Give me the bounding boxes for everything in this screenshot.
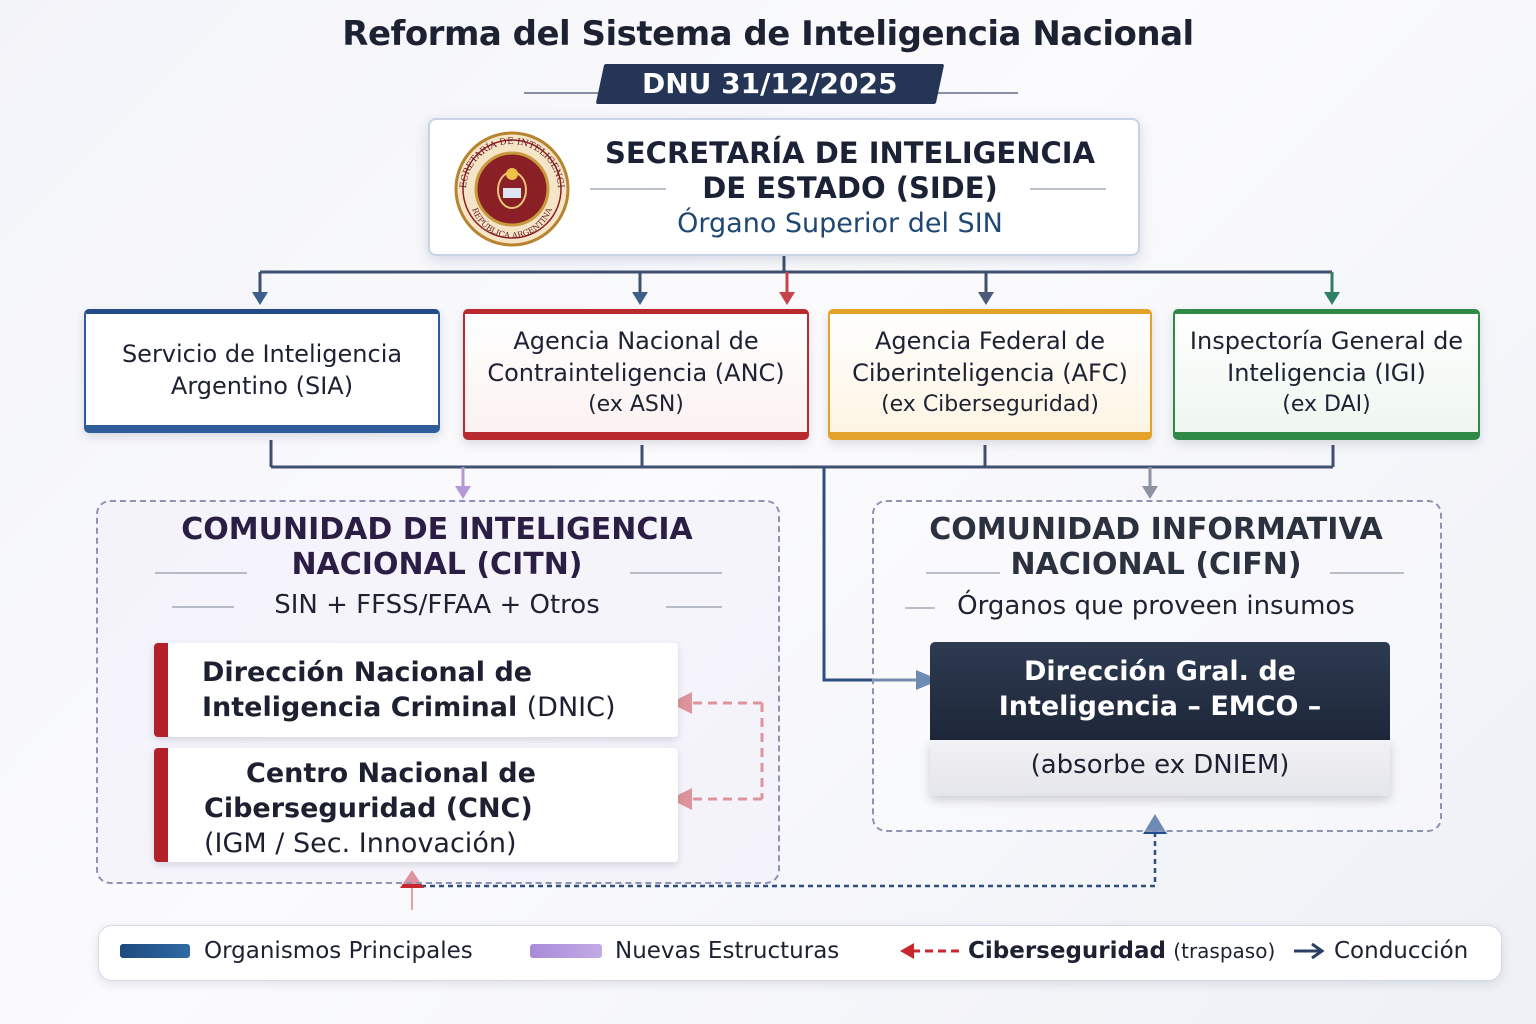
- cnc-line3: (IGM / Sec. Innovación): [204, 828, 517, 859]
- side-to-orgs-connector: [258, 256, 1332, 294]
- citn-title-line2: NACIONAL (CITN): [291, 547, 583, 582]
- arrow-to-emco: [916, 670, 940, 690]
- cnc-line1: Centro Nacional de: [246, 758, 536, 789]
- conduction-to-emco: [822, 467, 918, 682]
- citn-sub-line-right: [666, 606, 722, 608]
- citn-title-line1: COMUNIDAD DE INTELIGENCIA: [181, 512, 693, 547]
- citn-cifn-link: [412, 834, 1157, 888]
- legend-swatch-principales: [120, 944, 190, 958]
- legend-bar: [98, 925, 1502, 981]
- cifn-deco-line-right: [1330, 572, 1404, 574]
- dnic-card: Dirección Nacional de Inteligencia Crimi…: [154, 643, 678, 737]
- arrow-to-anc: [632, 292, 648, 305]
- subtitle-line-left: [524, 92, 614, 94]
- citn-sub-line-left: [172, 606, 234, 608]
- cifn-title: COMUNIDAD INFORMATIVA NACIONAL (CIFN): [890, 512, 1422, 582]
- side-deco-line-left: [590, 188, 666, 190]
- emco-card-header: Dirección Gral. de Inteligencia – EMCO –: [930, 642, 1390, 740]
- citn-subtitle: SIN + FFSS/FFAA + Otros: [274, 590, 600, 620]
- citn-title: COMUNIDAD DE INTELIGENCIA NACIONAL (CITN…: [120, 512, 754, 582]
- emco-line1: Dirección Gral. de: [1024, 656, 1296, 687]
- org-igi-card: Inspectoría General de Inteligencia (IGI…: [1173, 309, 1480, 440]
- org-igi-ex: (ex DAI): [1282, 392, 1371, 417]
- cifn-deco-line-left: [926, 572, 1000, 574]
- org-anc-card: Agencia Nacional de Contrainteligencia (…: [463, 309, 809, 440]
- arrow-to-igi: [1324, 292, 1340, 305]
- citn-deco-line-right: [630, 572, 722, 574]
- arrow-to-citn: [455, 486, 471, 499]
- dnic-abbr: (DNIC): [526, 692, 616, 723]
- org-afc-ex: (ex Ciberseguridad): [881, 392, 1099, 417]
- side-title: SECRETARÍA DE INTELIGENCIA DE ESTADO (SI…: [580, 136, 1120, 206]
- emco-line2: Inteligencia – EMCO –: [998, 691, 1322, 722]
- legend-principales: Organismos Principales: [204, 938, 473, 964]
- org-igi-line1: Inspectoría General de: [1189, 327, 1464, 355]
- legend-swatch-nuevas: [530, 944, 602, 958]
- legend-ciber: Ciberseguridad (traspaso): [968, 925, 1275, 981]
- arrow-to-afc: [978, 292, 994, 305]
- subtitle-line-right: [928, 92, 1018, 94]
- dnic-line1: Dirección Nacional de: [202, 657, 533, 688]
- citn-deco-line-left: [155, 572, 247, 574]
- org-sia-line2: Argentino (SIA): [170, 371, 354, 400]
- cifn-title-line1: COMUNIDAD INFORMATIVA: [929, 512, 1383, 547]
- cnc-line2: Ciberseguridad (CNC): [204, 793, 533, 824]
- org-anc-line1: Agencia Nacional de: [513, 327, 759, 355]
- side-title-line1: SECRETARÍA DE INTELIGENCIA: [604, 136, 1096, 170]
- orgs-to-communities-connector: [269, 440, 1335, 488]
- org-anc-line2: Contrainteligencia (ANC): [487, 359, 785, 387]
- side-title-line2: DE ESTADO (SIDE): [702, 171, 998, 205]
- dnic-line2: Inteligencia Criminal: [202, 692, 518, 723]
- legend-ciber-rest: (traspaso): [1173, 939, 1276, 963]
- org-sia-card: Servicio de Inteligencia Argentino (SIA): [84, 309, 440, 433]
- org-afc-line1: Agencia Federal de: [875, 327, 1105, 355]
- legend-conduccion-arrow-icon: [1294, 942, 1325, 960]
- emco-card-footer: (absorbe ex DNIEM): [930, 740, 1390, 796]
- cifn-subtitle: Órganos que proveen insumos: [957, 591, 1355, 621]
- org-anc-ex: (ex ASN): [588, 392, 684, 417]
- legend-nuevas: Nuevas Estructuras: [615, 938, 840, 964]
- cnc-card: Centro Nacional de Ciberseguridad (CNC) …: [154, 748, 678, 862]
- legend-ciber-arrow-icon: [900, 943, 960, 959]
- cifn-sub-line-left: [905, 607, 935, 609]
- legend-conduccion: Conducción: [1334, 938, 1469, 964]
- arrow-up-cifn: [1143, 814, 1167, 834]
- legend-ciber-bold: Ciberseguridad: [968, 938, 1166, 964]
- side-deco-line-right: [1030, 188, 1106, 190]
- arrow-to-sia: [252, 292, 268, 305]
- side-seal-icon: SECRETARÍA DE INTELIGENCIA REPÚBLICA ARG…: [448, 130, 570, 247]
- arrow-to-anc-red: [779, 292, 795, 305]
- org-afc-line2: Ciberinteligencia (AFC): [852, 359, 1128, 387]
- org-sia-line1: Servicio de Inteligencia: [121, 339, 403, 368]
- org-afc-card: Agencia Federal de Ciberinteligencia (AF…: [828, 309, 1152, 440]
- side-subtitle: Órgano Superior del SIN: [677, 208, 1003, 239]
- org-igi-line2: Inteligencia (IGI): [1227, 359, 1426, 387]
- arrow-to-cifn: [1142, 486, 1158, 499]
- cifn-title-line2: NACIONAL (CIFN): [1010, 547, 1302, 582]
- page-title: Reforma del Sistema de Inteligencia Naci…: [342, 14, 1194, 54]
